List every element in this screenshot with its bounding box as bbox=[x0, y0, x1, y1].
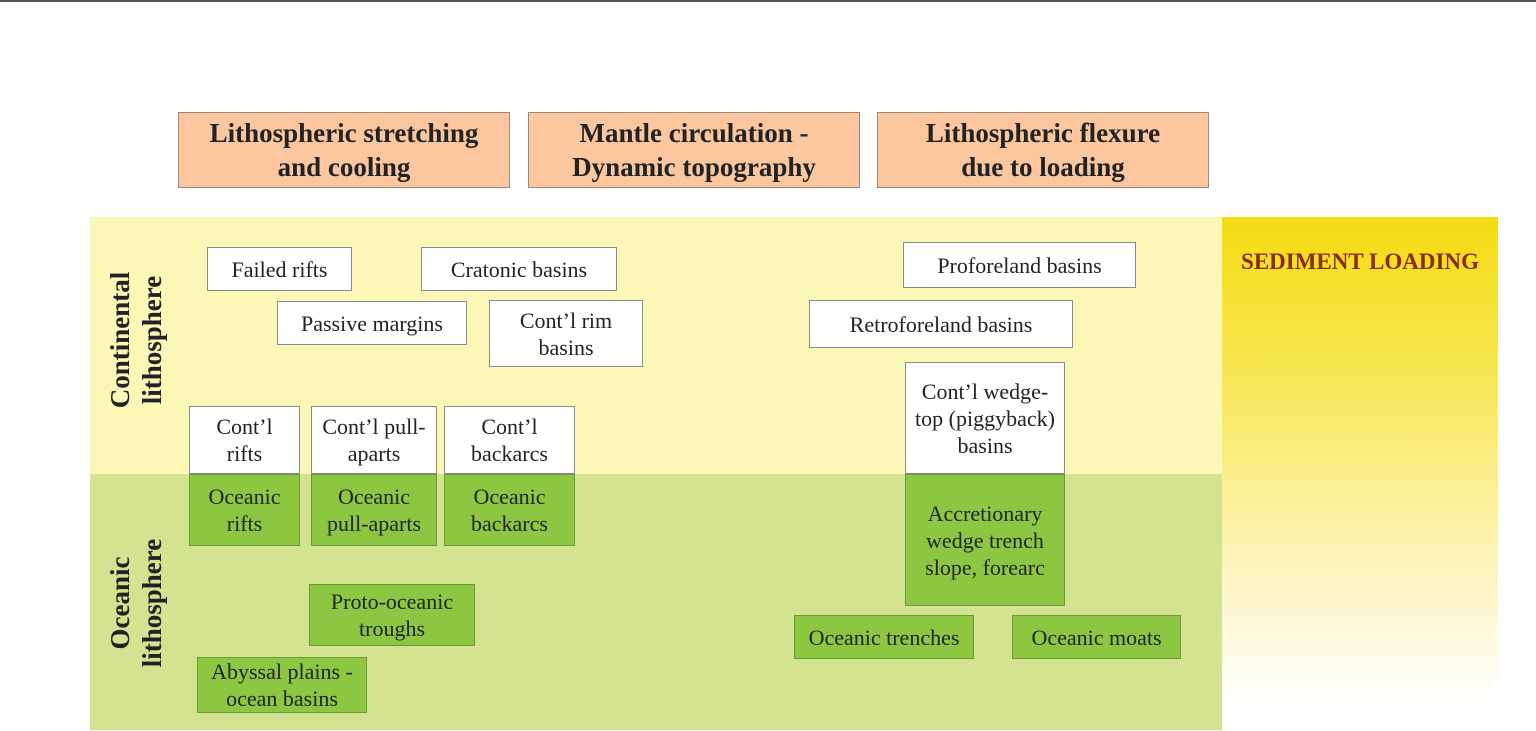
cont-pull-aparts-box: Cont’l pull-aparts bbox=[311, 406, 437, 474]
header-mantle-circulation: Mantle circulation - Dynamic topography bbox=[528, 112, 860, 188]
continental-lithosphere-label: Continental lithosphere bbox=[105, 271, 167, 409]
oceanic-rifts-box: Oceanic rifts bbox=[189, 474, 300, 546]
cont-backarcs-box: Cont’l backarcs bbox=[444, 406, 575, 474]
header-flexure-loading: Lithospheric flexure due to loading bbox=[877, 112, 1209, 188]
cratonic-basins-box: Cratonic basins bbox=[421, 247, 617, 291]
cont-rifts-box: Cont’l rifts bbox=[189, 406, 300, 474]
header-stretching-label: Lithospheric stretching and cooling bbox=[209, 118, 479, 182]
oceanic-moats-box: Oceanic moats bbox=[1012, 615, 1181, 659]
passive-margins-box: Passive margins bbox=[277, 301, 467, 345]
header-flexure-label: Lithospheric flexure due to loading bbox=[925, 118, 1161, 182]
oceanic-lithosphere-label: Oceanic lithosphere bbox=[105, 538, 167, 668]
rim-basins-box: Cont’l rim basins bbox=[489, 300, 643, 367]
top-rule bbox=[0, 0, 1536, 2]
sediment-loading-gradient: SEDIMENT LOADING bbox=[1222, 217, 1498, 703]
header-mantle-label: Mantle circulation - Dynamic topography bbox=[572, 118, 816, 182]
retroforeland-basins-box: Retroforeland basins bbox=[809, 300, 1073, 348]
sediment-loading-label: SEDIMENT LOADING bbox=[1241, 249, 1479, 274]
oceanic-pull-aparts-box: Oceanic pull-aparts bbox=[311, 474, 437, 546]
proforeland-basins-box: Proforeland basins bbox=[903, 242, 1136, 288]
failed-rifts-box: Failed rifts bbox=[207, 247, 352, 291]
abyssal-plains-box: Abyssal plains -ocean basins bbox=[197, 657, 367, 713]
oceanic-backarcs-box: Oceanic backarcs bbox=[444, 474, 575, 546]
header-stretching-cooling: Lithospheric stretching and cooling bbox=[178, 112, 510, 188]
wedge-top-basins-box: Cont’l wedge-top (piggyback) basins bbox=[905, 362, 1065, 474]
accretionary-wedge-box: Accretionary wedge trench slope, forearc bbox=[905, 474, 1065, 606]
oceanic-trenches-box: Oceanic trenches bbox=[794, 615, 974, 659]
proto-oceanic-troughs-box: Proto-oceanic troughs bbox=[309, 584, 475, 646]
